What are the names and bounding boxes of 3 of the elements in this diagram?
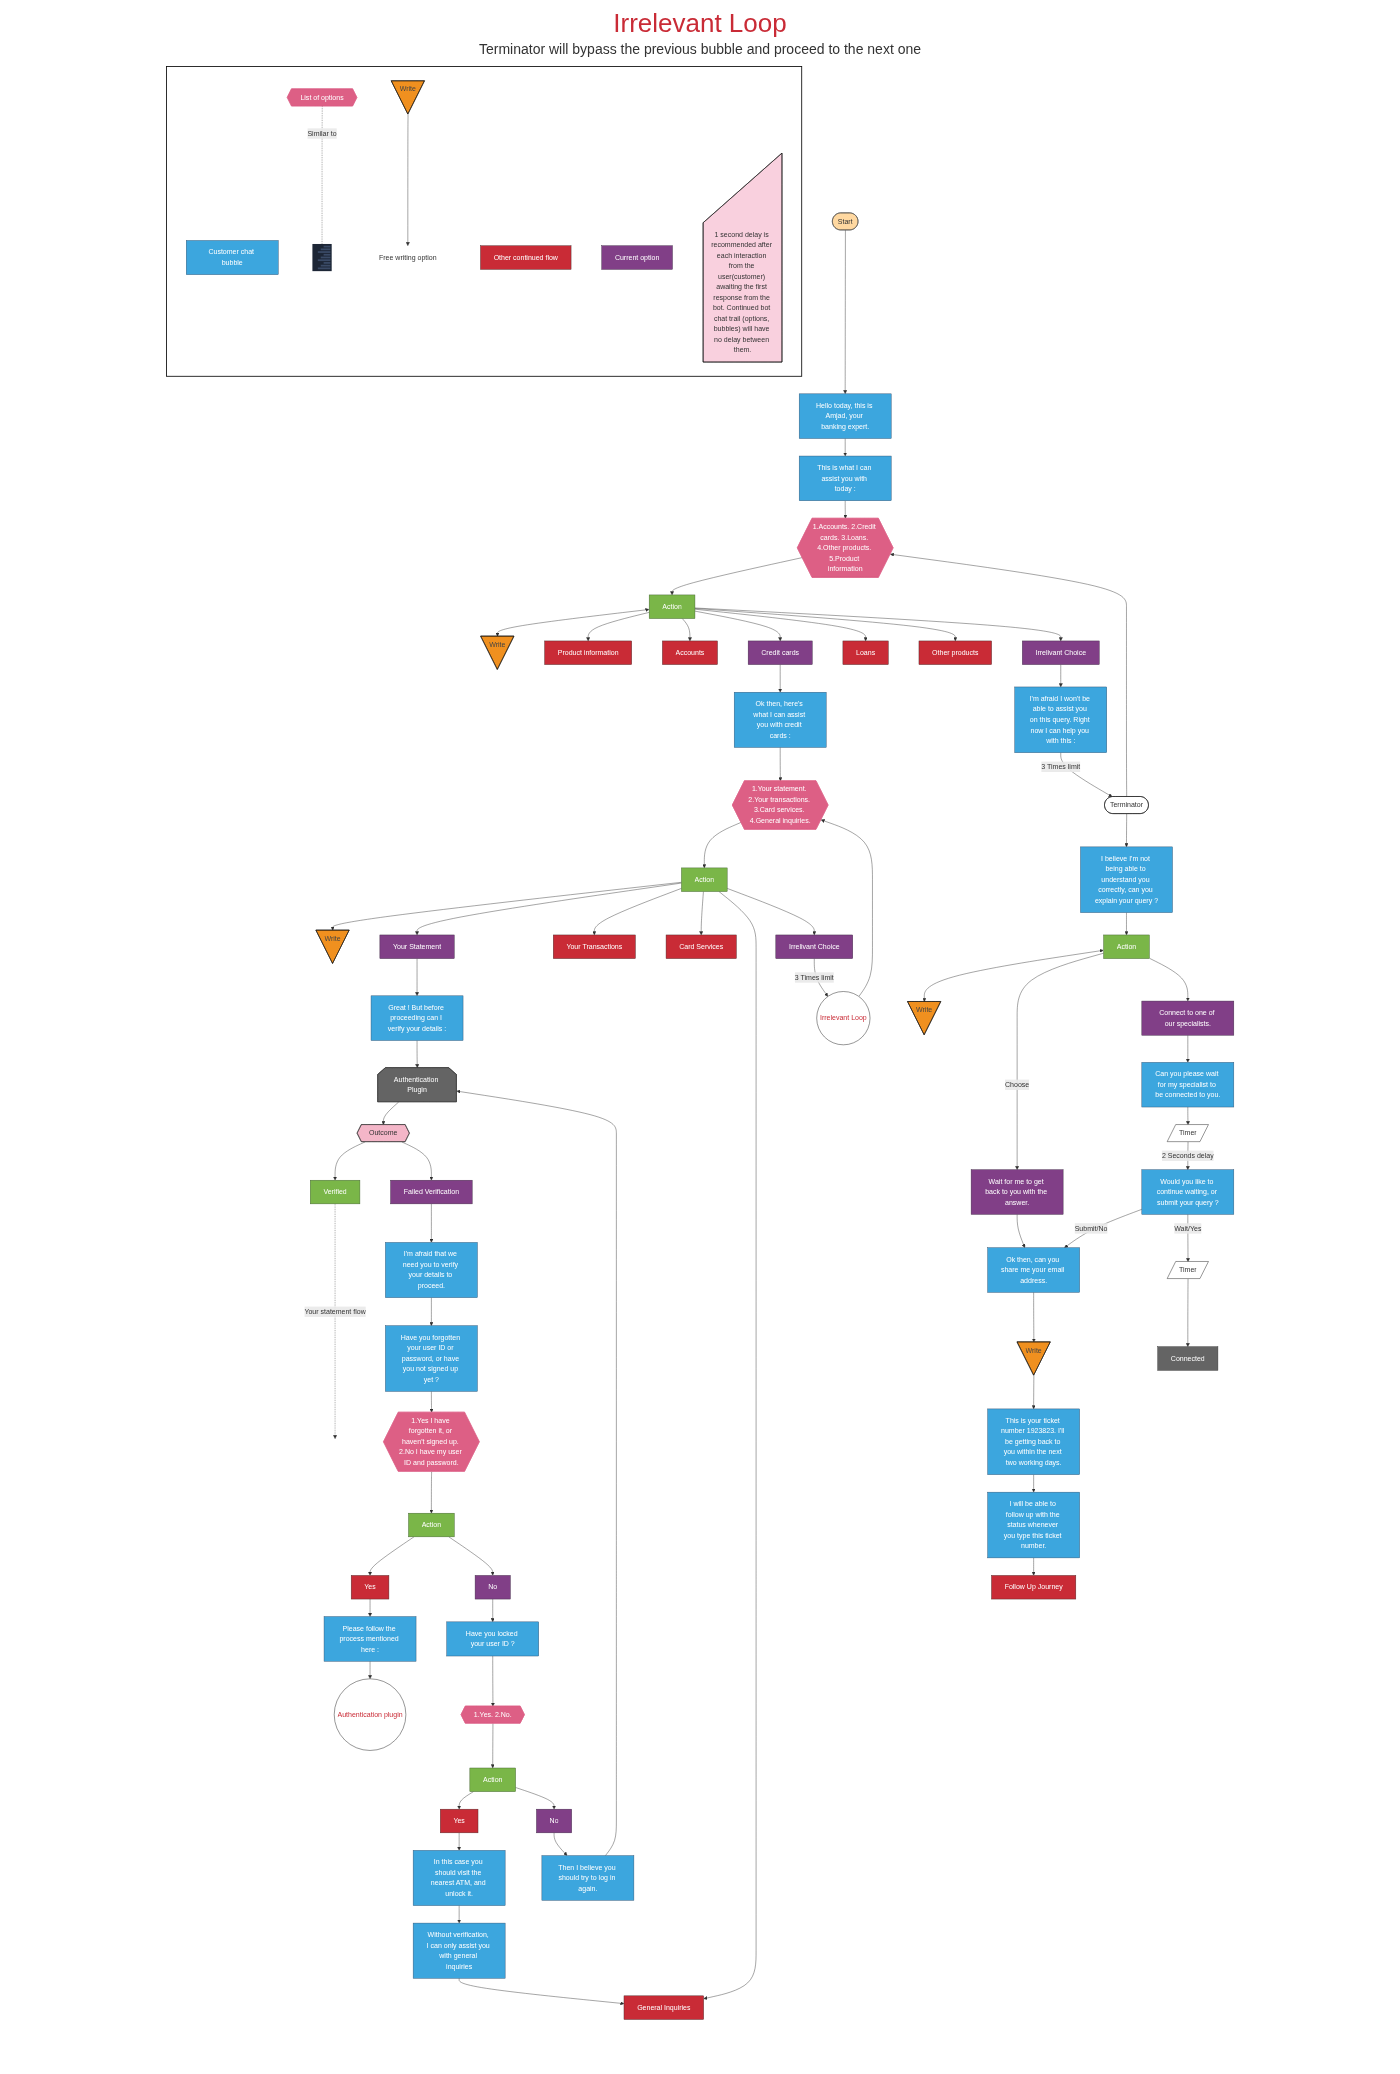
note-text: Terminator will bypass the previous bubble and proceed to the next one <box>478 41 921 57</box>
diagram-title: Irrelevant Loop <box>612 8 788 39</box>
cluster <box>165 66 802 377</box>
